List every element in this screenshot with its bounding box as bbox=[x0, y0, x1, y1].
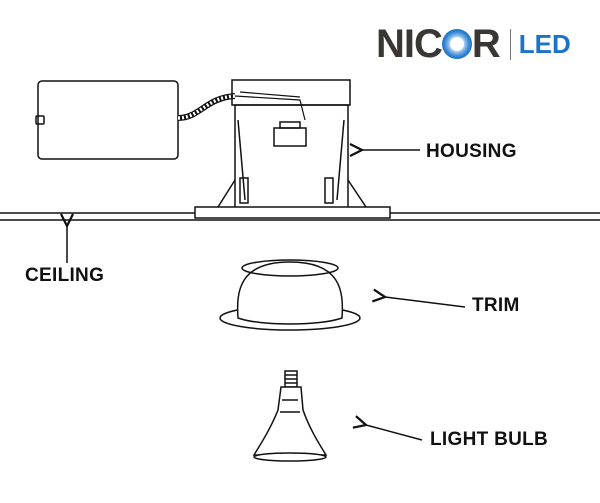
housing bbox=[194, 79, 391, 219]
logo-sub: LED bbox=[509, 28, 571, 60]
trim-label: TRIM bbox=[472, 295, 520, 316]
flex-conduit bbox=[177, 91, 306, 121]
light-bulb-arrow bbox=[366, 425, 423, 441]
junction-box bbox=[37, 80, 179, 160]
trim-arrow bbox=[385, 297, 466, 308]
light-bulb-label: LIGHT BULB bbox=[430, 429, 549, 450]
light-bulb bbox=[252, 370, 328, 462]
housing-label: HOUSING bbox=[426, 141, 517, 162]
starburst-icon bbox=[441, 28, 472, 59]
ceiling-label: CEILING bbox=[25, 265, 105, 286]
trim bbox=[219, 259, 361, 331]
